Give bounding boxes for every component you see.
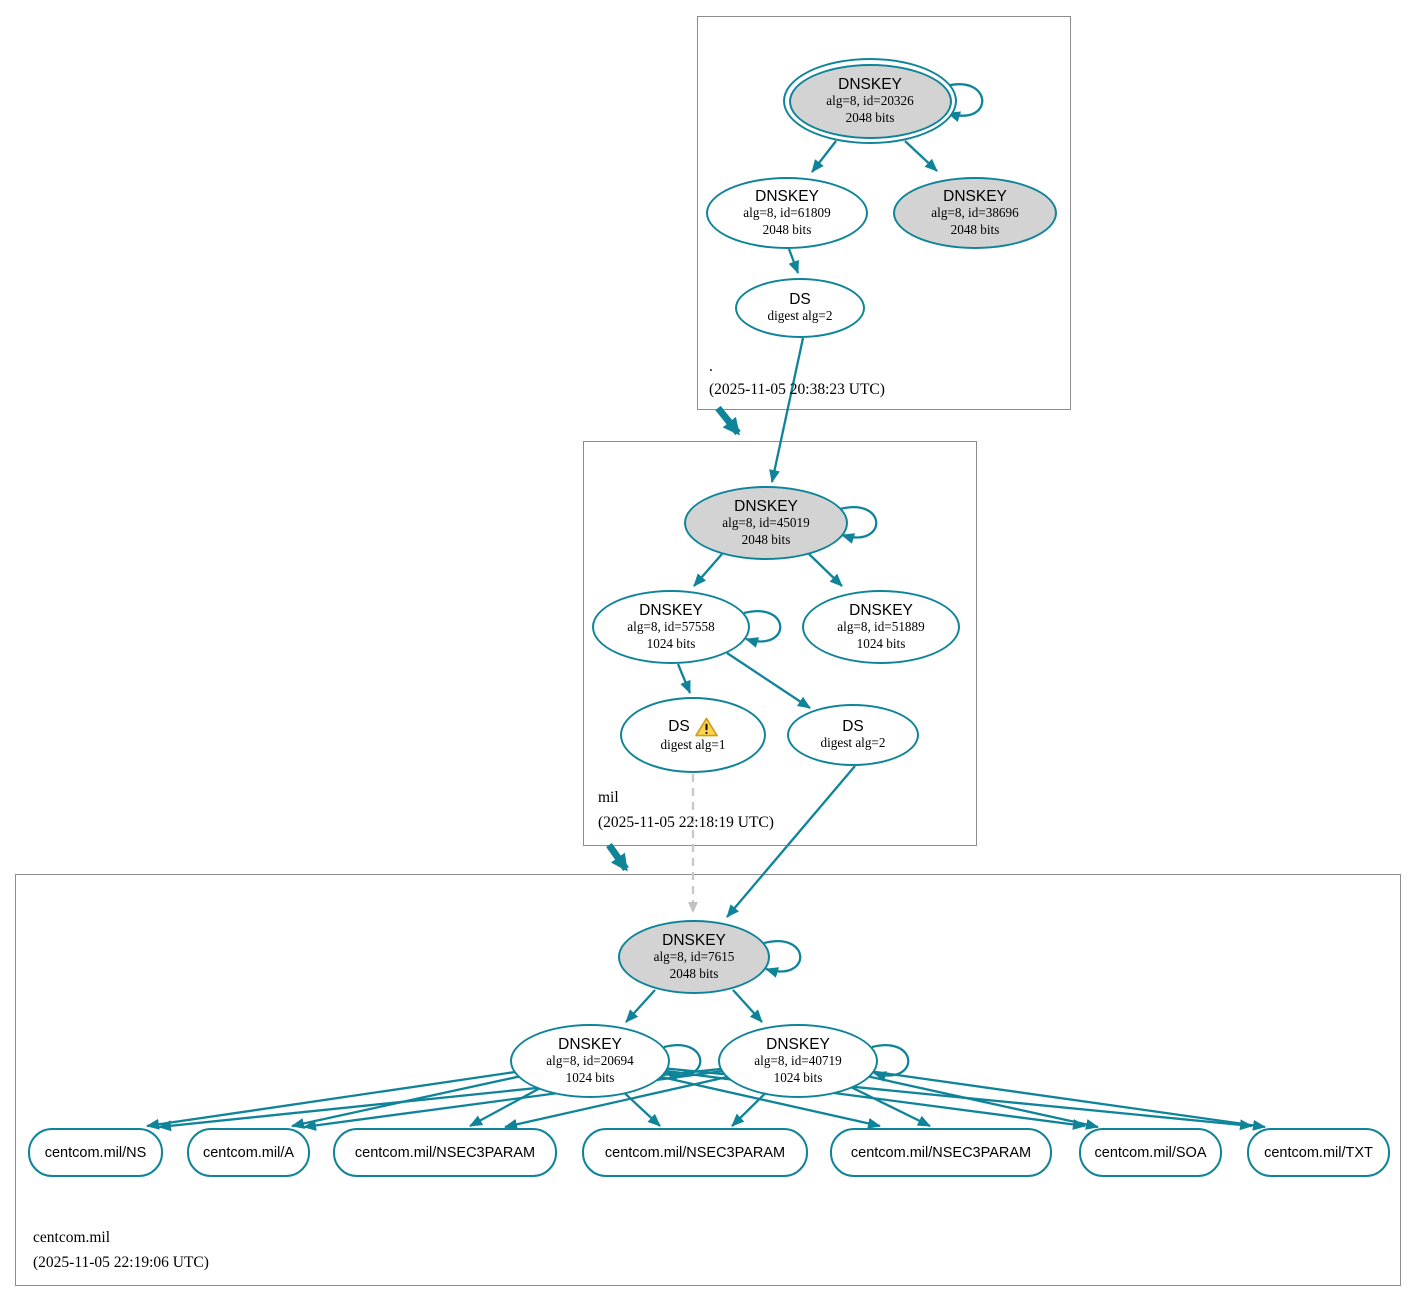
ds-node-root[interactable]: DS digest alg=2: [735, 278, 865, 338]
ds-title: DS: [842, 718, 864, 736]
dnskey-title: DNSKEY: [558, 1036, 622, 1054]
dnskey-alg-id: alg=8, id=51889: [837, 619, 925, 635]
dnskey-node-51889[interactable]: DNSKEY alg=8, id=51889 1024 bits: [802, 590, 960, 664]
rrset-node-nsec3param-2[interactable]: centcom.mil/NSEC3PARAM: [582, 1128, 808, 1177]
dnskey-title: DNSKEY: [755, 188, 819, 206]
dnskey-alg-id: alg=8, id=38696: [931, 205, 1019, 221]
dnskey-bits: 2048 bits: [741, 531, 791, 547]
dnskey-node-45019[interactable]: DNSKEY alg=8, id=45019 2048 bits: [684, 486, 848, 560]
dnskey-alg-id: alg=8, id=7615: [653, 949, 735, 965]
warning-icon: [694, 717, 718, 737]
dnskey-node-57558[interactable]: DNSKEY alg=8, id=57558 1024 bits: [592, 590, 750, 664]
dnskey-title: DNSKEY: [766, 1036, 830, 1054]
zone-timestamp-root: (2025-11-05 20:38:23 UTC): [709, 381, 885, 398]
ds-detail: digest alg=2: [820, 735, 886, 751]
rrset-node-nsec3param-3[interactable]: centcom.mil/NSEC3PARAM: [830, 1128, 1052, 1177]
dnskey-alg-id: alg=8, id=61809: [743, 205, 831, 221]
zone-label-root: .: [709, 358, 713, 375]
dnskey-bits: 1024 bits: [773, 1069, 823, 1085]
zone-label-mil: mil: [598, 789, 619, 806]
dnskey-bits: 2048 bits: [762, 221, 812, 237]
rrset-node-txt[interactable]: centcom.mil/TXT: [1247, 1128, 1390, 1177]
rrset-node-nsec3param-1[interactable]: centcom.mil/NSEC3PARAM: [333, 1128, 557, 1177]
dnskey-alg-id: alg=8, id=20694: [546, 1053, 634, 1069]
dnskey-node-20326[interactable]: DNSKEY alg=8, id=20326 2048 bits: [783, 58, 957, 144]
zone-timestamp-mil: (2025-11-05 22:18:19 UTC): [598, 814, 774, 831]
dnskey-node-38696[interactable]: DNSKEY alg=8, id=38696 2048 bits: [893, 177, 1057, 249]
rrset-node-a[interactable]: centcom.mil/A: [187, 1128, 310, 1177]
dnskey-node-7615[interactable]: DNSKEY alg=8, id=7615 2048 bits: [618, 920, 770, 994]
dnskey-node-40719[interactable]: DNSKEY alg=8, id=40719 1024 bits: [718, 1024, 878, 1098]
dnskey-bits: 2048 bits: [669, 965, 719, 981]
dnskey-title: DNSKEY: [849, 602, 913, 620]
ds-detail: digest alg=2: [767, 308, 833, 324]
dnskey-alg-id: alg=8, id=20326: [826, 93, 914, 109]
dnskey-bits: 2048 bits: [845, 109, 895, 125]
zone-label-centcom: centcom.mil: [33, 1229, 111, 1246]
dnskey-bits: 2048 bits: [950, 221, 1000, 237]
dnskey-bits: 1024 bits: [646, 635, 696, 651]
zone-box-centcom: [15, 874, 1401, 1286]
rrset-node-soa[interactable]: centcom.mil/SOA: [1079, 1128, 1222, 1177]
ds-node-mil-alg1[interactable]: DS digest alg=1: [620, 697, 766, 773]
dnskey-node-61809[interactable]: DNSKEY alg=8, id=61809 2048 bits: [706, 177, 868, 249]
ds-detail: digest alg=1: [660, 736, 726, 752]
zone-timestamp-centcom: (2025-11-05 22:19:06 UTC): [33, 1254, 209, 1271]
dnskey-bits: 1024 bits: [565, 1069, 615, 1085]
dnskey-title: DNSKEY: [734, 498, 798, 516]
dnskey-title: DNSKEY: [639, 602, 703, 620]
rrset-node-ns[interactable]: centcom.mil/NS: [28, 1128, 163, 1177]
dnskey-bits: 1024 bits: [856, 635, 906, 651]
zone-box-root: [697, 16, 1071, 410]
dnskey-alg-id: alg=8, id=45019: [722, 515, 810, 531]
dnskey-title: DNSKEY: [943, 188, 1007, 206]
ds-title: DS: [668, 718, 690, 736]
dnskey-alg-id: alg=8, id=40719: [754, 1053, 842, 1069]
ds-node-mil-alg2[interactable]: DS digest alg=2: [787, 704, 919, 766]
dnskey-alg-id: alg=8, id=57558: [627, 619, 715, 635]
dnskey-node-20694[interactable]: DNSKEY alg=8, id=20694 1024 bits: [510, 1024, 670, 1098]
ds-title: DS: [789, 291, 811, 309]
dnskey-title: DNSKEY: [838, 76, 902, 94]
dnskey-title: DNSKEY: [662, 932, 726, 950]
